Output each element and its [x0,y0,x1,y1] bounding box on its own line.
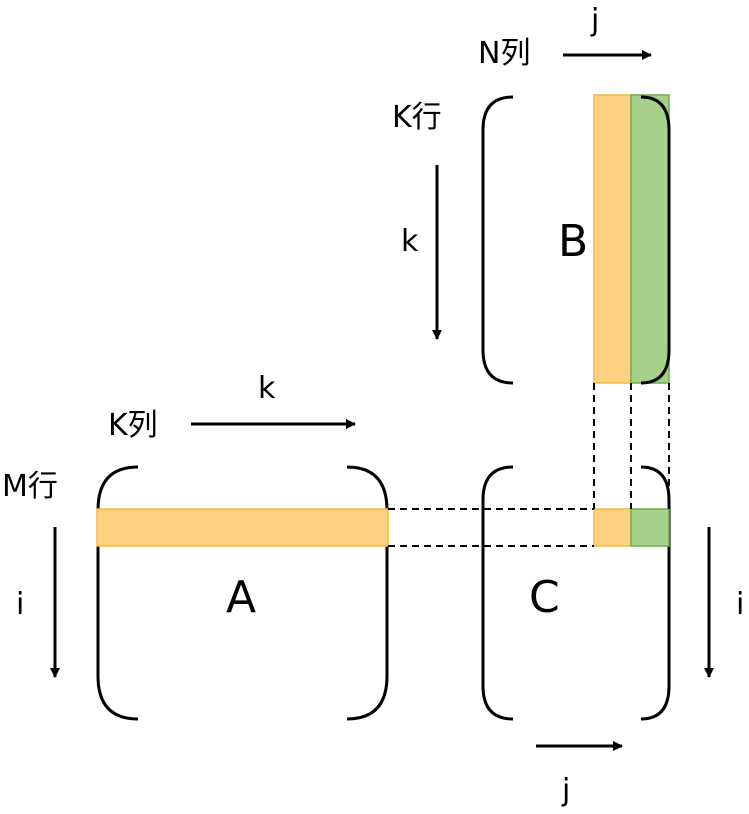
matrix-b-orange-column [593,94,632,384]
matrix-a-orange-row [96,508,389,547]
k-vertical-label: k [401,224,419,259]
i-right-label: i [736,587,744,622]
k-horizontal-label: k [258,371,276,406]
n-columns-label: N列 [478,36,530,71]
matrix-b-label: B [558,216,588,267]
m-rows-label: M行 [2,469,58,504]
matrix-b-left-bracket [481,95,514,385]
matrix-c-right-bracket [640,465,671,721]
i-left-label: i [16,587,24,622]
matrix-a-left-bracket [96,465,139,721]
matrix-b-green-column [630,94,670,384]
matrix-c-green-cell [630,508,670,547]
matrix-c-orange-cell [593,508,632,547]
j-top-label: j [590,3,599,38]
matrix-c-label: C [529,572,560,623]
k-rows-label: K行 [392,100,442,135]
matrix-a-label: A [226,572,256,623]
j-bottom-label: j [561,773,570,808]
matrix-c-left-bracket [481,465,514,721]
matrix-b-right-bracket [640,95,671,385]
k-columns-label: K列 [108,408,158,443]
matrix-a-right-bracket [346,465,389,721]
